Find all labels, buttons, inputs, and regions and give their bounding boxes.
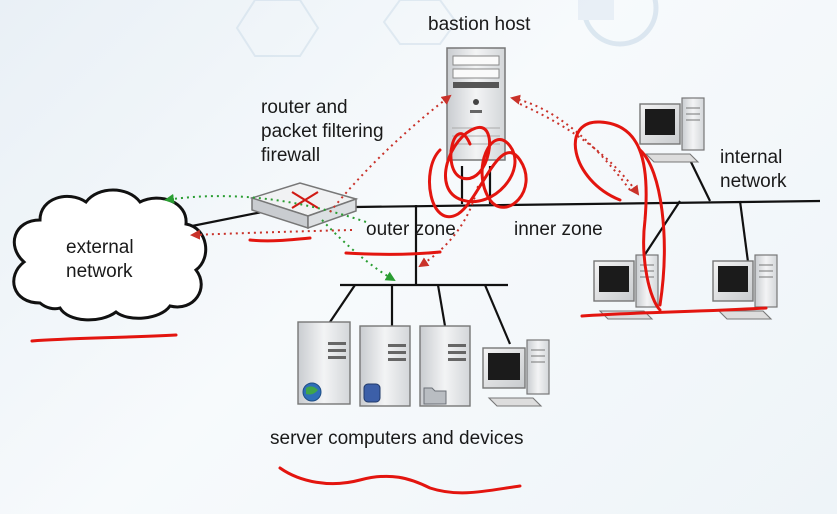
server-drop-3 [436,284,447,327]
red-loop-internal [573,120,662,312]
bastion-host-label: bastion host [428,14,531,35]
red-underline-outer-zone [344,250,442,256]
desktop-computer-icon [639,97,705,163]
flow-arrow-to-outer-zone [418,185,479,268]
traffic-flow-arrows [164,94,640,282]
red-ink-annotations [30,120,768,495]
router-firewall-label: router and packet filtering firewall [261,97,384,166]
tower-server-icon [419,325,471,407]
red-underline-external [30,333,178,343]
outer-zone-label: outer zone [366,219,456,240]
flow-arrow-router-to-servers [321,219,396,282]
cloud-icon [12,188,208,322]
router-to-cloud-line [181,210,263,230]
router-firewall-icon [249,182,359,230]
external-network-label: external network [66,237,134,282]
flow-arrow-to-cloud-red [190,229,353,240]
flow-arrow-bastion-to-internal [519,103,640,196]
red-underline-internal [580,306,768,318]
background-decoration [235,0,659,57]
outer-zone-backbone [354,199,821,209]
server-drop-1 [329,284,356,323]
database-icon [363,383,381,403]
internal-drop-left [639,200,681,263]
red-scribble-bastion [428,125,528,218]
tower-server-icon [359,325,411,407]
red-underline-servers [278,466,522,495]
tower-server-icon [297,321,351,405]
internal-drop-top [689,159,711,202]
red-underline-router [248,236,312,243]
desktop-computer-icon [712,254,778,320]
flow-arrow-router-to-bastion [329,94,452,213]
servers-label: server computers and devices [270,428,524,449]
internal-drop-right [738,200,750,263]
internal-network-label: internal network [720,147,787,192]
network-lines [181,159,821,345]
flow-arrow-internal-to-bastion [510,94,631,191]
folder-icon [423,387,447,405]
inner-zone-label: inner zone [514,219,603,240]
red-loop-internal-2 [638,148,666,307]
server-drop-4 [483,284,512,345]
desktop-computer-icon [482,339,550,407]
